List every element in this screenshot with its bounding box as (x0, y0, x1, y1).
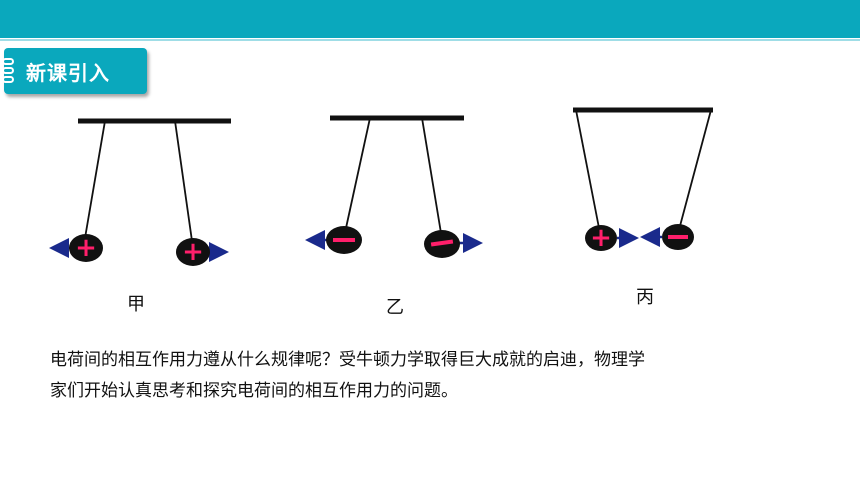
charge-sign-right: + (182, 237, 204, 267)
top-banner (0, 0, 860, 38)
thread-right (421, 117, 442, 234)
binder-rings-icon (2, 58, 14, 83)
charged-ball-right (176, 238, 210, 266)
charged-ball-left (69, 234, 103, 262)
case-yi (305, 115, 483, 258)
charge-sign-left: + (590, 223, 612, 253)
section-title: 新课引入 (26, 61, 110, 85)
case-label-jia: 甲 (127, 294, 145, 315)
charge-sign-left: + (75, 233, 97, 263)
charged-ball-left (585, 225, 617, 251)
case-jia: + + (49, 118, 231, 267)
thread-right (174, 120, 193, 242)
thread-right (679, 109, 712, 227)
paragraph-line-2: 家们开始认真思考和探究电荷间的相互作用力的问题。 (50, 381, 458, 401)
charge-sign-right (430, 239, 454, 247)
charge-sign-left (333, 238, 355, 242)
intro-paragraph: 电荷间的相互作用力遵从什么规律呢？受牛顿力学取得巨大成就的启迪，物理学 家们开始… (50, 345, 820, 407)
section-tab: 新课引入 (2, 48, 147, 94)
thread-left (84, 120, 106, 239)
case-bing: + (573, 107, 713, 253)
charge-interaction-diagram: + + + (49, 107, 713, 267)
thread-left (575, 109, 600, 229)
charge-sign-right (668, 235, 688, 239)
banner-divider (0, 39, 860, 41)
paragraph-line-1: 电荷间的相互作用力遵从什么规律呢？受牛顿力学取得巨大成就的启迪，物理学 (50, 350, 645, 370)
case-label-bing: 丙 (636, 287, 654, 308)
thread-left (345, 117, 371, 229)
case-label-yi: 乙 (386, 297, 404, 318)
